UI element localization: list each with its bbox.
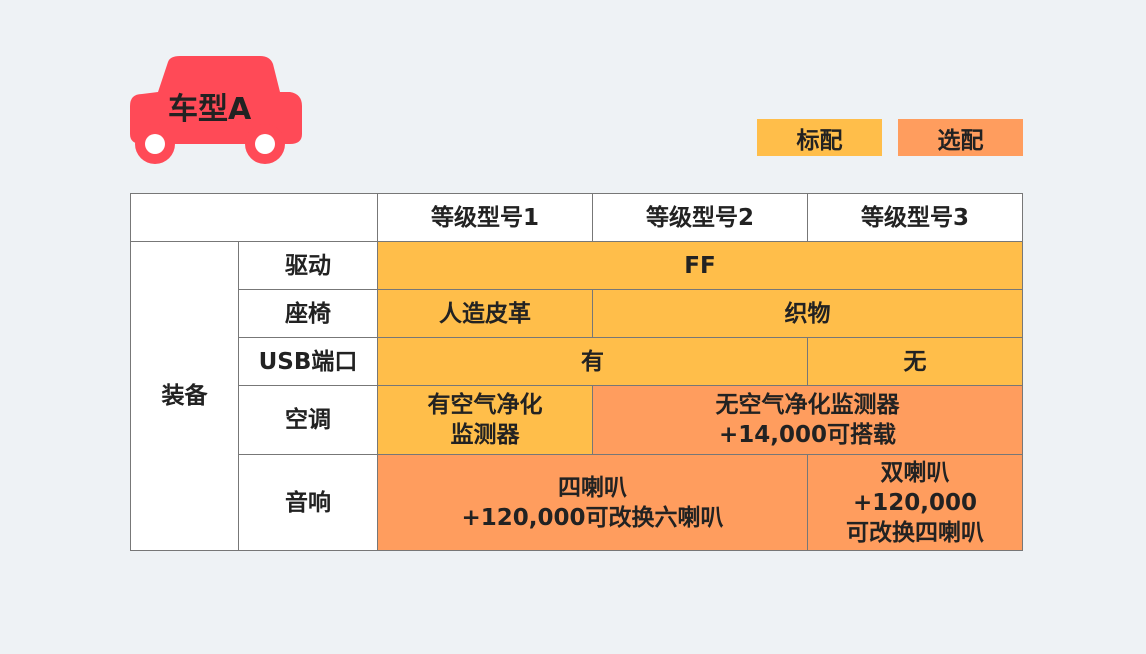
audio-g12: 四喇叭 +120,000可改换六喇叭 bbox=[377, 454, 808, 551]
drive-all: FF bbox=[377, 241, 1023, 290]
audio-g3-line2: +120,000 bbox=[852, 489, 978, 516]
audio-g12-line2: +120,000可改换六喇叭 bbox=[461, 504, 724, 531]
usb-g12: 有 bbox=[377, 337, 808, 386]
ac-g23: 无空气净化监测器 +14,000可搭载 bbox=[592, 385, 1023, 455]
model-title: 车型A bbox=[168, 92, 252, 127]
ac-g1-line1: 有空气净化 bbox=[427, 392, 543, 418]
audio-g12-line1: 四喇叭 bbox=[558, 474, 627, 501]
row-label-usb: USB端口 bbox=[238, 337, 378, 386]
row-label-ac: 空调 bbox=[238, 385, 378, 455]
row-label-audio: 音响 bbox=[238, 454, 378, 551]
ac-g1-line2: 监测器 bbox=[450, 422, 520, 448]
seat-g23: 织物 bbox=[592, 289, 1023, 338]
legend-optional: 选配 bbox=[898, 119, 1023, 156]
audio-g3-line3: 可改换四喇叭 bbox=[846, 519, 984, 546]
row-label-drive: 驱动 bbox=[238, 241, 378, 290]
ac-g1: 有空气净化监测器 bbox=[377, 385, 593, 455]
group-label: 装备 bbox=[130, 241, 239, 551]
ac-g23-line2: +14,000可搭载 bbox=[718, 422, 897, 448]
audio-g3-line1: 双喇叭 bbox=[880, 459, 950, 486]
grade-header-2: 等级型号2 bbox=[592, 193, 808, 242]
ac-g23-line1: 无空气净化监测器 bbox=[715, 392, 900, 418]
row-label-seat: 座椅 bbox=[238, 289, 378, 338]
seat-g1: 人造皮革 bbox=[377, 289, 593, 338]
legend-standard: 标配 bbox=[757, 119, 882, 156]
equipment-table: 等级型号1 等级型号2 等级型号3 装备 驱动 FF 座椅 人造皮革 织物 US… bbox=[130, 193, 1023, 551]
car-icon bbox=[130, 56, 302, 164]
grade-header-1: 等级型号1 bbox=[377, 193, 593, 242]
corner-cell bbox=[130, 193, 378, 242]
usb-g3: 无 bbox=[807, 337, 1023, 386]
grade-header-3: 等级型号3 bbox=[807, 193, 1023, 242]
audio-g3: 双喇叭 +120,000 可改换四喇叭 bbox=[807, 454, 1023, 551]
